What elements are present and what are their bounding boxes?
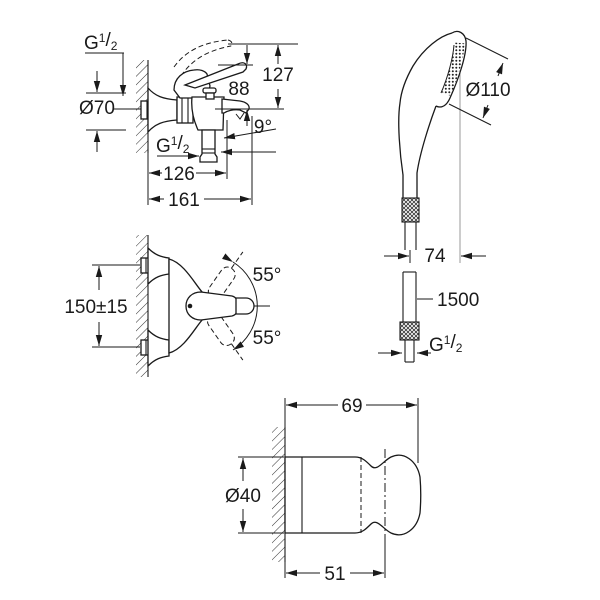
head-offset-label: 74: [424, 246, 446, 267]
outlet-thread-label: G1/2: [156, 133, 190, 157]
dim-hole-centers: 150±15: [64, 264, 140, 348]
hose-length-label: 1500: [437, 290, 479, 311]
dim-height-to-lever: 88: [215, 45, 284, 126]
lever-swing-up-label: 55°: [253, 265, 282, 286]
projection-total-label: 161: [168, 190, 200, 211]
diverter-knob: [202, 87, 217, 100]
wall-section-holder: [272, 427, 286, 562]
hole-centers-label: 150±15: [64, 297, 127, 318]
dim-hose-thread: G1/2: [378, 332, 463, 357]
hose-nut-knurl: [399, 321, 420, 341]
holder-depth-total-label: 69: [341, 396, 362, 417]
shower-head-outline: [398, 30, 467, 198]
mixer-lever: [183, 62, 248, 89]
lever-swing-down-label: 55°: [253, 328, 282, 349]
holder-diameter-label: Ø40: [225, 486, 261, 507]
spout: [221, 98, 250, 114]
dim-escutcheon-diameter: Ø70: [79, 71, 141, 152]
mixer-top-lever-tip: [235, 297, 255, 315]
mixer-body: [191, 96, 225, 131]
wall-section-top-view: [136, 235, 149, 377]
view-mixer-side: G1/2 Ø70 88 127: [79, 30, 298, 211]
spray-face-inner-edge: [440, 44, 455, 94]
spout-angle-label: 9°: [254, 117, 272, 138]
dim-outlet-thread: G1/2: [156, 133, 199, 160]
dim-holder-diameter: Ø40: [225, 456, 284, 534]
union-nut: [176, 96, 194, 124]
dim-spout-angle: 9°: [221, 117, 277, 156]
view-wall-holder: 69 Ø40 51: [225, 396, 422, 585]
cap-dot: [187, 303, 193, 309]
shower-outlet: [199, 129, 218, 163]
head-diameter-label: Ø110: [465, 80, 510, 101]
dim-holder-depth-to-center: 51: [284, 541, 386, 585]
projection-to-outlet-label: 126: [163, 164, 195, 185]
dim-projection-to-outlet: 126: [147, 120, 228, 205]
hose-stub: [404, 222, 417, 250]
spout-outlet-lip: [235, 112, 245, 120]
holder-depth-to-center-label: 51: [324, 564, 345, 585]
view-mixer-top: 55° 55° 150±15: [64, 235, 281, 377]
lower-union: [140, 328, 170, 368]
view-hand-shower: Ø110 74 1500 G1/2: [378, 30, 511, 363]
hose-thread-label: G1/2: [429, 332, 463, 356]
shower-hose: [399, 271, 420, 363]
escutcheon-diameter-label: Ø70: [79, 98, 115, 119]
holder-body: [284, 454, 422, 536]
dim-height-total: 127: [228, 43, 298, 108]
height-total-label: 127: [262, 65, 294, 86]
dim-head-diameter: Ø110: [448, 37, 511, 126]
dim-hose-length: 1500: [417, 290, 479, 311]
mixer-top-cap: [185, 291, 239, 321]
lever-raised-dashed: [173, 39, 233, 77]
handle-knurl: [401, 197, 420, 223]
lever-swing-arc: [221, 253, 258, 351]
dim-projection-total: 161: [149, 116, 253, 211]
height-to-lever-label: 88: [228, 79, 249, 100]
wall-thread-label: G1/2: [84, 30, 118, 54]
escutcheon: [147, 86, 178, 134]
dim-wall-thread: G1/2: [84, 30, 127, 96]
dim-head-offset: 74: [384, 246, 486, 267]
dim-holder-depth-total: 69: [284, 396, 419, 463]
spray-face-dots: [441, 42, 465, 96]
